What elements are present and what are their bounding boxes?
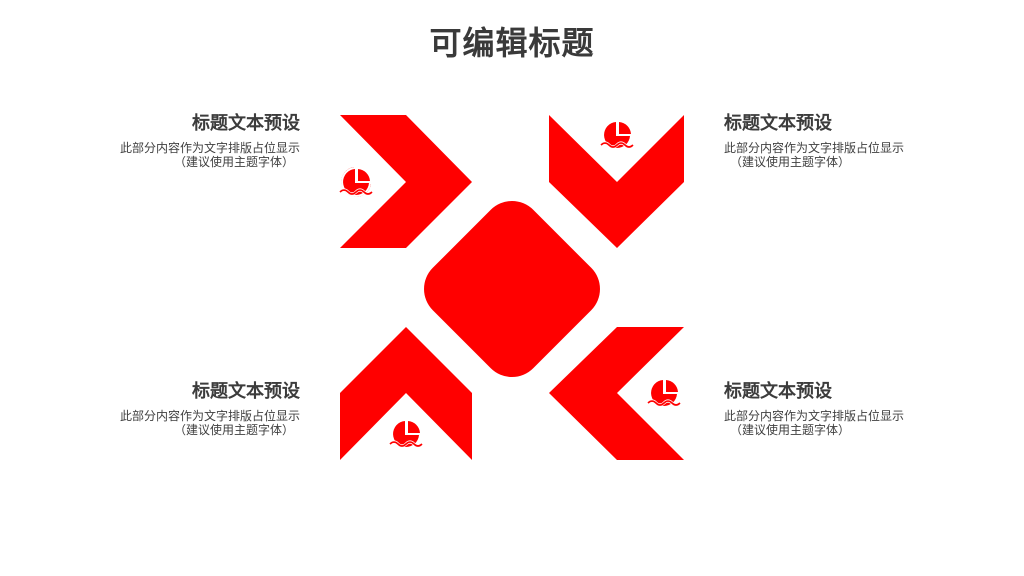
chevron-top-right [549, 115, 684, 248]
block-description: 此部分内容作为文字排版占位显示 [724, 141, 905, 155]
text-block-bottom-right: 标题文本预设 此部分内容作为文字排版占位显示 （建议使用主题字体） [724, 381, 924, 438]
block-description: 此部分内容作为文字排版占位显示 [119, 141, 300, 155]
block-heading: 标题文本预设 [192, 113, 300, 134]
text-block-top-left: 标题文本预设 此部分内容作为文字排版占位显示 （建议使用主题字体） [100, 113, 300, 170]
text-block-top-right: 标题文本预设 此部分内容作为文字排版占位显示 （建议使用主题字体） [724, 113, 924, 170]
block-description: 此部分内容作为文字排版占位显示 [724, 409, 905, 423]
block-note: （建议使用主题字体） [730, 423, 851, 437]
block-heading: 标题文本预设 [192, 381, 300, 402]
block-note: （建议使用主题字体） [173, 155, 294, 169]
chevron-bottom-right [549, 327, 684, 460]
chevron-top-left [340, 115, 472, 248]
slide-title: 可编辑标题 [429, 24, 595, 62]
block-note: （建议使用主题字体） [173, 423, 294, 437]
pie-chart-wave-icon [599, 120, 635, 150]
pie-chart-wave-icon [388, 419, 424, 449]
block-heading: 标题文本预设 [724, 381, 832, 402]
block-note: （建议使用主题字体） [730, 155, 851, 169]
center-square [424, 201, 600, 377]
chevron-bottom-left [340, 327, 472, 460]
block-heading: 标题文本预设 [724, 113, 832, 134]
text-block-bottom-left: 标题文本预设 此部分内容作为文字排版占位显示 （建议使用主题字体） [100, 381, 300, 438]
pie-chart-wave-icon [646, 378, 682, 408]
pie-chart-wave-icon [338, 167, 374, 197]
block-description: 此部分内容作为文字排版占位显示 [119, 409, 300, 423]
